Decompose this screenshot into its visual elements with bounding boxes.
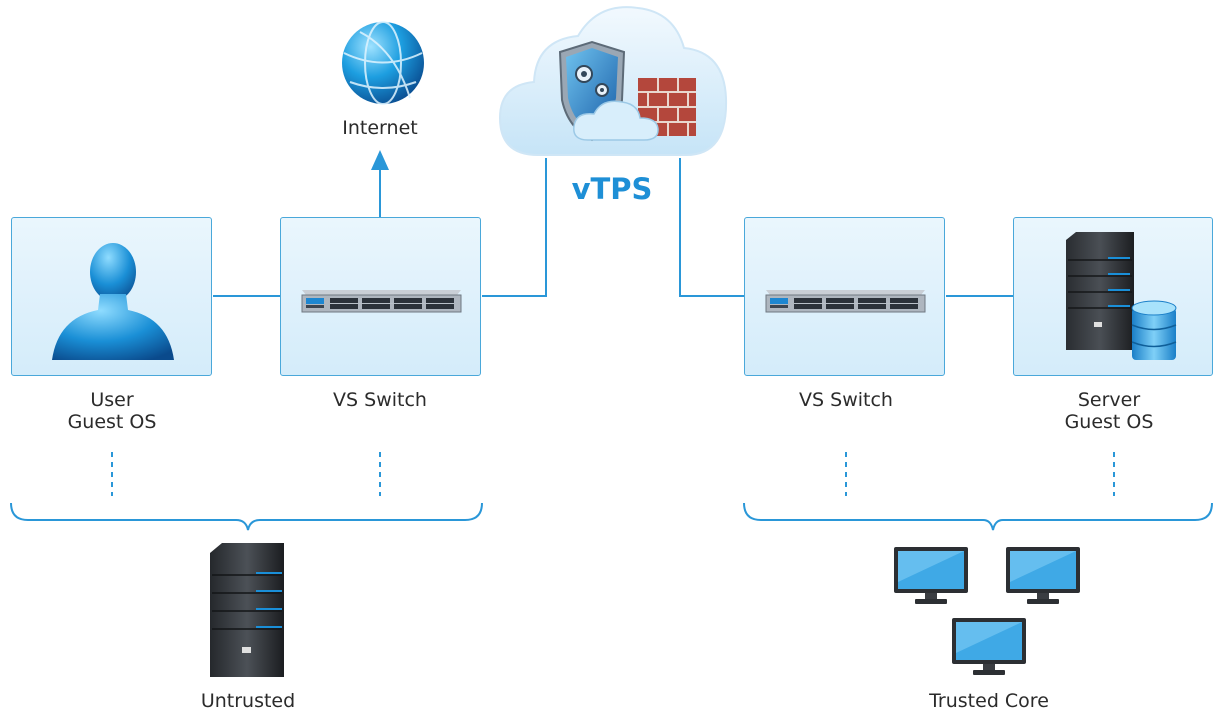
vs-switch-left-box [280,217,481,376]
cloud-firewall-icon [498,6,728,156]
server-database-icon [1066,232,1177,360]
bracket-trusted [743,502,1213,531]
untrusted-label: Untrusted [200,690,296,712]
server-label: Server Guest OS [1065,389,1154,433]
vtps-label: vTPS [571,172,653,206]
user-label-line2: Guest OS [67,411,157,433]
user-label: User Guest OS [68,389,157,433]
link-vtps-switch [679,158,744,297]
monitor-icon [1006,547,1080,604]
user-icon [52,243,174,360]
server-label-line2: Guest OS [1064,411,1154,433]
internet-label: Internet [342,117,418,139]
bracket-untrusted [10,502,483,531]
vs-switch-right-label: VS Switch [799,389,893,411]
server-guest-os-box [1013,217,1213,376]
monitor-icon [952,618,1026,675]
user-label-line1: User [90,389,134,411]
globe-icon [342,21,424,105]
server-label-line1: Server [1077,389,1141,411]
link-switch-vtps [482,158,547,297]
network-switch-icon [765,290,926,313]
user-guest-os-box [11,217,212,376]
trusted-core-label: Trusted Core [929,690,1049,712]
network-switch-icon [301,290,462,313]
server-tower-icon [210,543,284,677]
vs-switch-left-label: VS Switch [333,389,427,411]
monitor-icon [894,547,968,604]
vs-switch-right-box [744,217,945,376]
arrow-head-internet [371,150,389,170]
